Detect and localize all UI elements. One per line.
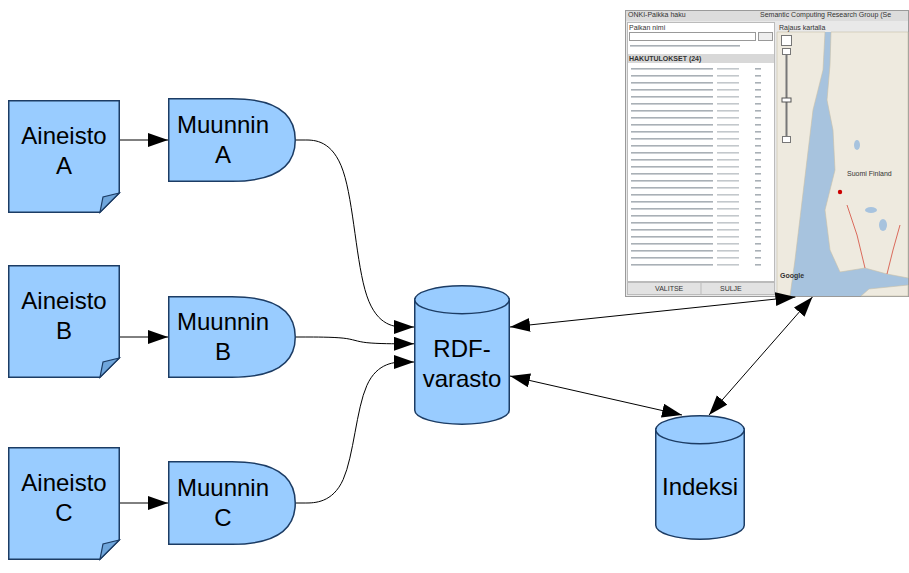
- node-label: Muunnin B: [173, 307, 273, 367]
- search-panel: [628, 23, 775, 282]
- converter-shape-outline: [168, 98, 296, 182]
- map-lake: [865, 207, 877, 213]
- cylinder-top: [415, 286, 510, 314]
- document-shape: Aineisto C: [8, 447, 120, 560]
- zoom-button: [783, 137, 791, 143]
- map-road: [847, 205, 865, 268]
- document-fold: [100, 193, 119, 212]
- document-shape: Aineisto A: [8, 100, 120, 213]
- node-label: RDF-varasto: [419, 334, 505, 394]
- ui-text-slot: SULJE: [720, 285, 742, 293]
- map-lake: [854, 140, 860, 150]
- converter-shape-outline: [168, 461, 296, 545]
- map-pan-control: [782, 36, 792, 46]
- screenshot-node: ONKI-Paikka haku Semantic Computing Resea…: [625, 10, 909, 297]
- map-marker: [838, 190, 842, 194]
- button-bar: [628, 283, 775, 295]
- filter-row: [630, 45, 740, 47]
- window-frame: [626, 11, 909, 297]
- result-rows: [631, 66, 761, 271]
- converter-shape: Muunnin A: [168, 98, 296, 182]
- ui-text-slot: Rajaus kartalla: [779, 24, 825, 32]
- ui-label: Paikan nimi: [629, 24, 665, 32]
- cylinder-body: [415, 299, 510, 424]
- ui-label: ONKI-Paikka haku: [628, 11, 686, 19]
- document-shape: Aineisto B: [8, 265, 120, 378]
- search-field: [630, 33, 756, 41]
- connector-arrow: [510, 297, 795, 327]
- zoom-button: [783, 49, 791, 55]
- ui-text-slot: Suomi Finland: [847, 170, 892, 178]
- connector-arrow: [120, 140, 168, 141]
- text-holder: Aineisto B: [8, 265, 120, 378]
- document-body: [9, 448, 120, 560]
- text-holder: Aineisto C: [8, 447, 120, 560]
- document-body: [9, 266, 120, 378]
- document-fold: [100, 358, 119, 377]
- text-holder: RDF-varasto: [414, 285, 510, 425]
- connector-arrow: [296, 140, 414, 327]
- map-land-south: [861, 285, 908, 296]
- ui-text-slot: Paikan nimi: [629, 24, 665, 32]
- cylinder-body: [656, 429, 745, 539]
- button-divider: [701, 283, 702, 294]
- converter-body: [169, 462, 296, 545]
- ui-text-slot: ONKI-Paikka haku: [628, 11, 686, 19]
- cylinder-top: [656, 416, 745, 444]
- ui-text-slot: Google: [780, 272, 804, 280]
- document-fold: [100, 540, 119, 559]
- map-land-finland: [825, 32, 908, 278]
- title-bar: [626, 11, 908, 21]
- node-label: Indeksi: [662, 472, 738, 502]
- connector-arrow: [120, 337, 168, 338]
- connector-arrow: [709, 297, 812, 415]
- map-lake: [879, 219, 887, 231]
- ui-label: VALITSE: [655, 285, 683, 293]
- text-holder: Aineisto A: [8, 100, 120, 213]
- results-header: [628, 54, 774, 63]
- map-road: [887, 225, 900, 274]
- text-holder: Muunnin A: [168, 98, 296, 182]
- ui-label: HAKUTULOKSET (24): [629, 55, 701, 63]
- ui-text-slot: Semantic Computing Research Group (Se: [760, 11, 891, 19]
- connector-arrow: [296, 337, 414, 344]
- document-body: [9, 101, 120, 213]
- ui-label: Rajaus kartalla: [779, 24, 825, 32]
- map-land-west: [777, 32, 825, 296]
- converter-body: [169, 297, 296, 378]
- zoom-slider: [786, 50, 788, 140]
- map-water: [777, 32, 908, 296]
- converter-shape: Muunnin B: [168, 296, 296, 378]
- text-holder: Muunnin B: [168, 296, 296, 378]
- connector-arrow: [296, 362, 414, 503]
- search-button: [759, 33, 773, 41]
- ui-text-slot: VALITSE: [655, 285, 683, 293]
- node-label: Aineisto A: [14, 121, 114, 181]
- converter-shape: Muunnin C: [168, 461, 296, 545]
- database-cylinder: Indeksi: [655, 415, 745, 540]
- converter-body: [169, 99, 296, 182]
- ui-label: SULJE: [720, 285, 742, 293]
- text-holder: Muunnin C: [168, 461, 296, 545]
- screenshot-node-outline: [625, 10, 909, 297]
- text-holder: Indeksi: [655, 415, 745, 540]
- web-ui-screenshot: [625, 10, 909, 297]
- connector-arrow: [120, 503, 168, 504]
- connector-arrow: [510, 376, 682, 415]
- zoom-thumb: [782, 98, 791, 102]
- ui-label: Semantic Computing Research Group (Se: [760, 11, 891, 19]
- ui-label: Google: [780, 272, 804, 280]
- ui-label: Suomi Finland: [847, 170, 892, 178]
- node-label: Aineisto C: [14, 468, 114, 528]
- node-label: Aineisto B: [14, 286, 114, 346]
- node-label: Muunnin C: [173, 473, 273, 533]
- ui-text-slot: HAKUTULOKSET (24): [629, 55, 701, 63]
- database-cylinder: RDF-varasto: [414, 285, 510, 425]
- text-holder: ONKI-Paikka haku Semantic Computing Resea…: [625, 10, 909, 297]
- node-label: Muunnin A: [173, 110, 273, 170]
